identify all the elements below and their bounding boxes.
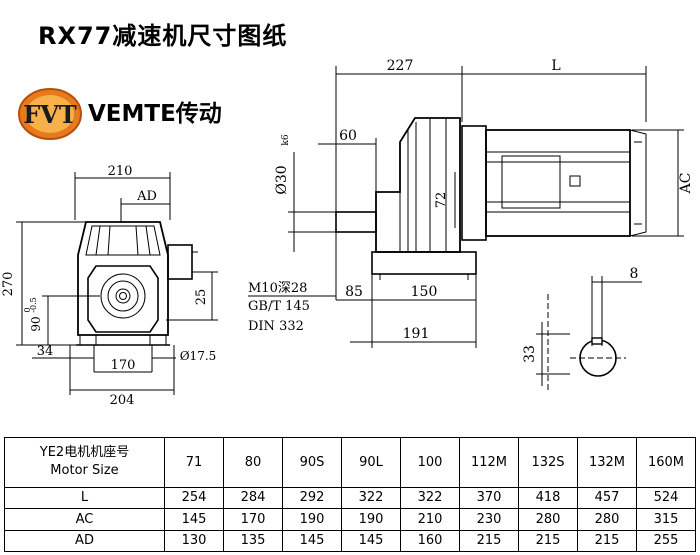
table-cell: 112M	[459, 437, 519, 488]
dim-ac: AC	[678, 173, 694, 195]
table-header-label: YE2电机机座号 Motor Size	[4, 437, 165, 488]
table-cell: 100	[400, 437, 460, 488]
dim-key-height: 33	[522, 345, 538, 363]
table-cell: 255	[636, 529, 696, 553]
table-cell: 160M	[636, 437, 696, 488]
table-cell: 322	[341, 486, 401, 510]
table-cell: 418	[518, 486, 578, 510]
dim-191: 191	[403, 326, 430, 342]
table-cell: 190	[282, 508, 342, 531]
thread-note-line3: DIN 332	[248, 319, 304, 334]
dim-150: 150	[411, 284, 438, 300]
table-cell: 135	[223, 529, 283, 553]
row-label: AD	[4, 529, 165, 553]
table-cell: 230	[459, 508, 519, 531]
table-cell: 215	[459, 529, 519, 553]
dim-key-width: 8	[630, 266, 639, 282]
front-view: 210 AD 270 90 0 -0.5 25 34 170 204 Ø17.5	[1, 164, 218, 408]
dim-shaft-dia: Ø30	[274, 165, 290, 194]
dim-270: 270	[1, 272, 16, 297]
table-cell: 215	[577, 529, 637, 553]
page-title: RX77减速机尺寸图纸	[38, 22, 288, 50]
row-label: AC	[4, 508, 165, 531]
table-cell: 80	[223, 437, 283, 488]
brand-logo: FVT	[18, 88, 82, 140]
table-cell: 90L	[341, 437, 401, 488]
table-cell: 132S	[518, 437, 578, 488]
table-cell: 292	[282, 486, 342, 510]
dim-60: 60	[339, 128, 357, 144]
dim-90-tol-lower: -0.5	[29, 297, 38, 312]
dim-204: 204	[110, 393, 135, 408]
table-cell: 284	[223, 486, 283, 510]
table-cell: 457	[577, 486, 637, 510]
dim-85: 85	[345, 284, 363, 300]
dim-25: 25	[194, 289, 209, 306]
row-label: L	[4, 486, 165, 510]
table-cell: 524	[636, 486, 696, 510]
table-cell: 145	[164, 508, 224, 531]
dim-ad: AD	[136, 189, 157, 204]
table-cell: 315	[636, 508, 696, 531]
table-cell: 145	[341, 529, 401, 553]
table-cell: 190	[341, 508, 401, 531]
thread-note-line1: M10深28	[248, 281, 307, 296]
table-cell: 370	[459, 486, 519, 510]
table-cell: 71	[164, 437, 224, 488]
dim-hole: Ø17.5	[180, 349, 217, 363]
table-cell: 130	[164, 529, 224, 553]
motor-size-table: YE2电机机座号 Motor Size 71 80 90S 90L 100 11…	[4, 437, 696, 553]
dim-34: 34	[37, 344, 54, 359]
table-cell: 132M	[577, 437, 637, 488]
side-view: 227 L 60 Ø30 k6 72 AC 85 150 191 M10深28 …	[248, 58, 694, 348]
table-cell: 322	[400, 486, 460, 510]
dim-90: 90	[29, 316, 43, 331]
thread-note-line2: GB/T 145	[248, 299, 310, 314]
brand-name: VEMTE传动	[88, 101, 222, 127]
table-cell: 210	[400, 508, 460, 531]
dim-shaft-tol: k6	[281, 134, 291, 145]
table-cell: 160	[400, 529, 460, 553]
table-row: AD 130 135 145 145 160 215 215 215 255	[4, 529, 696, 553]
table-cell: 90S	[282, 437, 342, 488]
table-row: AC 145 170 190 190 210 230 280 280 315	[4, 508, 696, 531]
table-cell: 280	[577, 508, 637, 531]
table-cell: 170	[223, 508, 283, 531]
table-cell: 145	[282, 529, 342, 553]
dim-227: 227	[387, 58, 414, 74]
dim-210: 210	[108, 164, 133, 179]
table-header-row: YE2电机机座号 Motor Size 71 80 90S 90L 100 11…	[4, 437, 696, 488]
dim-72: 72	[434, 192, 449, 209]
table-cell: 254	[164, 486, 224, 510]
logo-text: FVT	[23, 100, 77, 129]
table-cell: 215	[518, 529, 578, 553]
table-cell: 280	[518, 508, 578, 531]
header-line-en: Motor Size	[50, 463, 119, 479]
dim-l: L	[551, 58, 560, 74]
header-line-cn: YE2电机机座号	[39, 445, 130, 461]
table-row: L 254 284 292 322 322 370 418 457 524	[4, 486, 696, 510]
dim-90-tol-upper: 0	[23, 307, 32, 312]
dim-170: 170	[111, 358, 136, 373]
key-section-view: 8 33	[522, 266, 642, 390]
